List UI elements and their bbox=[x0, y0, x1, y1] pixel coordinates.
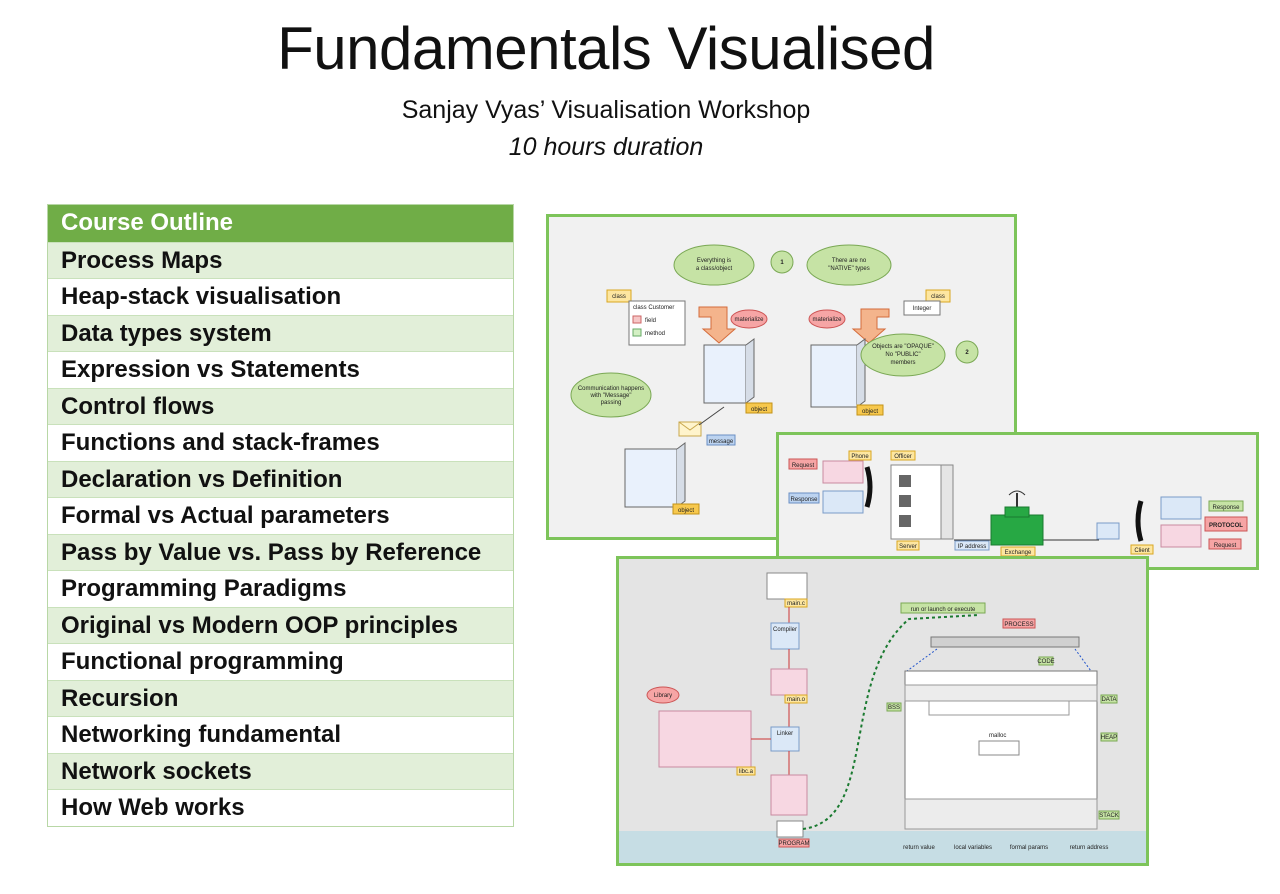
class-tag-2: class bbox=[931, 294, 945, 300]
cloud4-line3: passing bbox=[601, 400, 622, 406]
outline-item: Programming Paradigms bbox=[48, 570, 513, 607]
client-label: Client bbox=[1134, 548, 1150, 554]
cloud3-line2: No "PUBLIC" bbox=[885, 352, 920, 358]
method-label: method bbox=[645, 331, 665, 337]
duration-note: 10 hours duration bbox=[508, 133, 704, 161]
cloud3-line3: members bbox=[890, 360, 915, 366]
protocol-label: PROTOCOL bbox=[1209, 523, 1243, 529]
ip-address-label: IP address bbox=[958, 544, 987, 550]
outline-item: Declaration vs Definition bbox=[48, 460, 513, 497]
bss-label: BSS bbox=[888, 705, 900, 711]
malloc-label: malloc bbox=[989, 733, 1006, 739]
process-map-diagram: main.c Compiler main.o Linker Library li… bbox=[619, 572, 1146, 863]
request-label-2: Request bbox=[1214, 543, 1237, 549]
message-tag: message bbox=[709, 439, 734, 445]
cloud1-line1: Everything is bbox=[697, 258, 731, 264]
outline-item: Heap-stack visualisation bbox=[48, 278, 513, 315]
oop-diagram-thumbnail: Everything is a class/object 1 There are… bbox=[546, 214, 1017, 540]
badge-1: 1 bbox=[780, 260, 784, 266]
code-label: CODE bbox=[1037, 659, 1054, 665]
outline-item: Recursion bbox=[48, 679, 513, 716]
request-label: Request bbox=[792, 463, 815, 469]
main-c-label: main.c bbox=[787, 601, 805, 607]
network-diagram: Request Response Phone Officer Server IP… bbox=[788, 450, 1248, 557]
object-tag: object bbox=[751, 407, 767, 413]
data-label: DATA bbox=[1101, 697, 1116, 703]
server-label: Server bbox=[899, 544, 917, 550]
field-label: field bbox=[645, 318, 656, 324]
page-title: Fundamentals Visualised bbox=[277, 15, 935, 82]
cloud3-line1: Objects are "OPAQUE" bbox=[872, 344, 934, 350]
phone-label: Phone bbox=[851, 454, 869, 460]
compiler-label: Compiler bbox=[773, 627, 797, 633]
outline-item: Network sockets bbox=[48, 752, 513, 789]
course-outline-table: Course Outline Process Maps Heap-stack v… bbox=[47, 204, 514, 827]
process-map-thumbnail: main.c Compiler main.o Linker Library li… bbox=[616, 556, 1149, 866]
outline-item: Pass by Value vs. Pass by Reference bbox=[48, 533, 513, 570]
library-label: Library bbox=[654, 693, 672, 699]
officer-label: Officer bbox=[894, 454, 912, 460]
return-address-label: return address bbox=[1070, 845, 1109, 851]
cloud2-line1: There are no bbox=[832, 258, 867, 264]
main-o-label: main.o bbox=[787, 697, 806, 703]
oop-diagram: Everything is a class/object 1 There are… bbox=[570, 244, 979, 515]
integer-label: Integer bbox=[913, 306, 932, 312]
outline-item: Networking fundamental bbox=[48, 716, 513, 753]
outline-item: Functions and stack-frames bbox=[48, 424, 513, 461]
outline-item: Formal vs Actual parameters bbox=[48, 497, 513, 534]
formal-params-label: formal params bbox=[1010, 845, 1048, 851]
outline-item: Control flows bbox=[48, 387, 513, 424]
materialize-label: materialize bbox=[734, 317, 764, 323]
cloud1-line2: a class/object bbox=[696, 266, 733, 272]
outline-item: Expression vs Statements bbox=[48, 351, 513, 388]
process-label: PROCESS bbox=[1004, 622, 1033, 628]
workshop-subtitle: Sanjay Vyas’ Visualisation Workshop bbox=[401, 96, 811, 124]
stack-label: STACK bbox=[1099, 813, 1119, 819]
outline-item: Data types system bbox=[48, 314, 513, 351]
outline-item: Original vs Modern OOP principles bbox=[48, 606, 513, 643]
materialize-label-2: materialize bbox=[812, 317, 842, 323]
network-diagram-thumbnail: Request Response Phone Officer Server IP… bbox=[776, 432, 1259, 570]
return-value-label: return value bbox=[903, 845, 935, 851]
object-tag-3: object bbox=[862, 409, 878, 415]
response-label: Response bbox=[790, 497, 818, 503]
run-label: run or launch or execute bbox=[911, 607, 976, 613]
heap-label: HEAP bbox=[1101, 735, 1117, 741]
cloud4-line2: with "Message" bbox=[590, 393, 632, 399]
libc-label: libc.a bbox=[739, 769, 754, 775]
outline-item: Functional programming bbox=[48, 643, 513, 680]
outline-item: Process Maps bbox=[48, 241, 513, 278]
course-outline-header: Course Outline bbox=[48, 205, 513, 242]
outline-item: How Web works bbox=[48, 789, 513, 826]
badge-2: 2 bbox=[965, 350, 969, 356]
linker-label: Linker bbox=[777, 731, 793, 737]
cloud4-line1: Communication happens bbox=[578, 386, 644, 392]
class-name: class Customer bbox=[633, 305, 674, 311]
program-label: PROGRAM bbox=[778, 841, 809, 847]
cloud2-line2: "NATIVE" types bbox=[828, 266, 870, 272]
object-tag-2: object bbox=[678, 508, 694, 514]
response-label-2: Response bbox=[1212, 505, 1240, 511]
class-tag: class bbox=[612, 294, 626, 300]
exchange-label: Exchange bbox=[1005, 550, 1032, 556]
local-variables-label: local variables bbox=[954, 845, 992, 851]
